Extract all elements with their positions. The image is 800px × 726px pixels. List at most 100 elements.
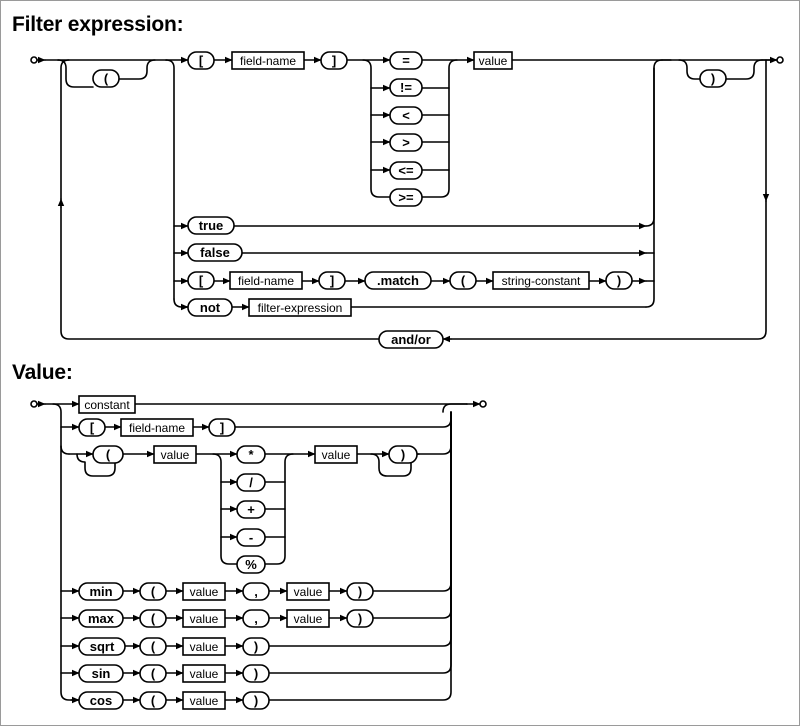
filter-field-name-ref: field-name — [231, 51, 305, 70]
svg-text:not: not — [200, 300, 221, 315]
connector-line — [60, 445, 70, 455]
not-keyword-token: not — [187, 298, 233, 317]
svg-text:): ) — [617, 273, 621, 288]
operator-greater-than-token: > — [389, 133, 423, 152]
connector-line — [173, 298, 189, 308]
svg-text:(: ( — [151, 584, 156, 599]
group-lparen-token: ( — [92, 445, 124, 464]
filter-close-bracket-token: ] — [320, 51, 348, 70]
svg-text:min: min — [89, 584, 112, 599]
svg-text:(: ( — [151, 666, 156, 681]
op-plus-token: + — [236, 500, 266, 519]
svg-text:%: % — [245, 557, 257, 572]
connector-line — [421, 59, 458, 198]
svg-text:value: value — [322, 448, 351, 462]
max-arg1-value-ref: value — [182, 609, 226, 628]
sqrt-function-token: sqrt — [78, 637, 126, 656]
operator-greater-equal-token: >= — [389, 188, 423, 207]
min-function-token: min — [78, 582, 124, 601]
connector-line — [118, 59, 156, 80]
connector-line — [362, 59, 391, 198]
connector-line — [268, 411, 452, 701]
svg-text:value: value — [190, 612, 219, 626]
diagram-nodes: ( [ field-name ] = != — [30, 51, 784, 710]
svg-text:(: ( — [461, 273, 466, 288]
filter-expression-heading: Filter expression: — [12, 13, 184, 36]
connector-line — [60, 206, 380, 340]
svg-text:value: value — [479, 54, 508, 68]
svg-text:>: > — [402, 135, 410, 150]
sin-arg-value-ref: value — [182, 664, 226, 683]
cos-lparen-token: ( — [139, 691, 167, 710]
value-start-terminal — [30, 400, 38, 408]
max-comma-token: , — [242, 609, 270, 628]
group-rparen-token: ) — [388, 445, 418, 464]
match-lparen-token: ( — [449, 271, 477, 290]
svg-text:): ) — [358, 584, 362, 599]
svg-text:,: , — [254, 584, 258, 599]
filter-lparen-token: ( — [92, 69, 120, 88]
svg-text:<=: <= — [398, 163, 414, 178]
svg-text:value: value — [190, 667, 219, 681]
svg-text:]: ] — [330, 273, 334, 288]
connector-line — [60, 59, 70, 200]
connector-line — [234, 411, 452, 428]
connector-line — [450, 200, 767, 340]
svg-text:(: ( — [151, 693, 156, 708]
svg-text:value: value — [294, 585, 323, 599]
svg-text:[: [ — [199, 53, 204, 68]
svg-text:value: value — [161, 448, 190, 462]
svg-text:,: , — [254, 611, 258, 626]
svg-text:*: * — [248, 447, 254, 462]
svg-text:): ) — [254, 666, 258, 681]
svg-text:(: ( — [106, 447, 111, 462]
svg-text:<: < — [402, 108, 410, 123]
filter-end-terminal — [776, 56, 784, 64]
connector-line — [442, 403, 468, 413]
sin-function-token: sin — [78, 664, 124, 683]
connector-line — [212, 453, 238, 565]
filter-open-bracket-token: [ — [187, 51, 215, 70]
operator-not-equals-token: != — [389, 78, 423, 97]
max-function-token: max — [78, 609, 124, 628]
svg-text:value: value — [190, 694, 219, 708]
connector-line — [725, 59, 778, 80]
cos-function-token: cos — [78, 691, 124, 710]
operator-less-equal-token: <= — [389, 161, 423, 180]
filter-start-terminal — [30, 56, 38, 64]
svg-text:): ) — [711, 71, 715, 86]
op-multiply-token: * — [236, 445, 266, 464]
match-close-bracket-token: ] — [318, 271, 346, 290]
svg-text:]: ] — [220, 420, 224, 435]
svg-text:false: false — [200, 245, 230, 260]
match-field-name-ref: field-name — [229, 271, 303, 290]
connector-line — [165, 59, 175, 300]
svg-text:and/or: and/or — [391, 332, 431, 347]
operator-equals-token: = — [389, 51, 423, 70]
op-modulo-token: % — [236, 555, 266, 574]
svg-text:-: - — [249, 530, 253, 545]
svg-text:filter-expression: filter-expression — [258, 301, 343, 315]
svg-text:(: ( — [104, 71, 109, 86]
svg-text:[: [ — [199, 273, 204, 288]
connector-line — [264, 453, 294, 565]
connector-lines — [36, 56, 778, 704]
and-or-keyword-token: and/or — [378, 330, 444, 349]
match-keyword-token: .match — [364, 271, 432, 290]
svg-text:sqrt: sqrt — [90, 639, 115, 654]
filter-value-ref: value — [473, 51, 513, 70]
sqrt-lparen-token: ( — [139, 637, 167, 656]
min-arg2-value-ref: value — [286, 582, 330, 601]
svg-text:true: true — [199, 218, 224, 233]
group-value-left-ref: value — [153, 445, 197, 464]
cos-arg-value-ref: value — [182, 691, 226, 710]
min-rparen-token: ) — [346, 582, 374, 601]
svg-text:field-name: field-name — [240, 54, 296, 68]
svg-text:field-name: field-name — [129, 421, 185, 435]
svg-text:): ) — [401, 447, 405, 462]
value-field-name-ref: field-name — [120, 418, 194, 437]
svg-text:>=: >= — [398, 190, 414, 205]
connector-line — [57, 59, 94, 88]
svg-text:=: = — [402, 53, 410, 68]
